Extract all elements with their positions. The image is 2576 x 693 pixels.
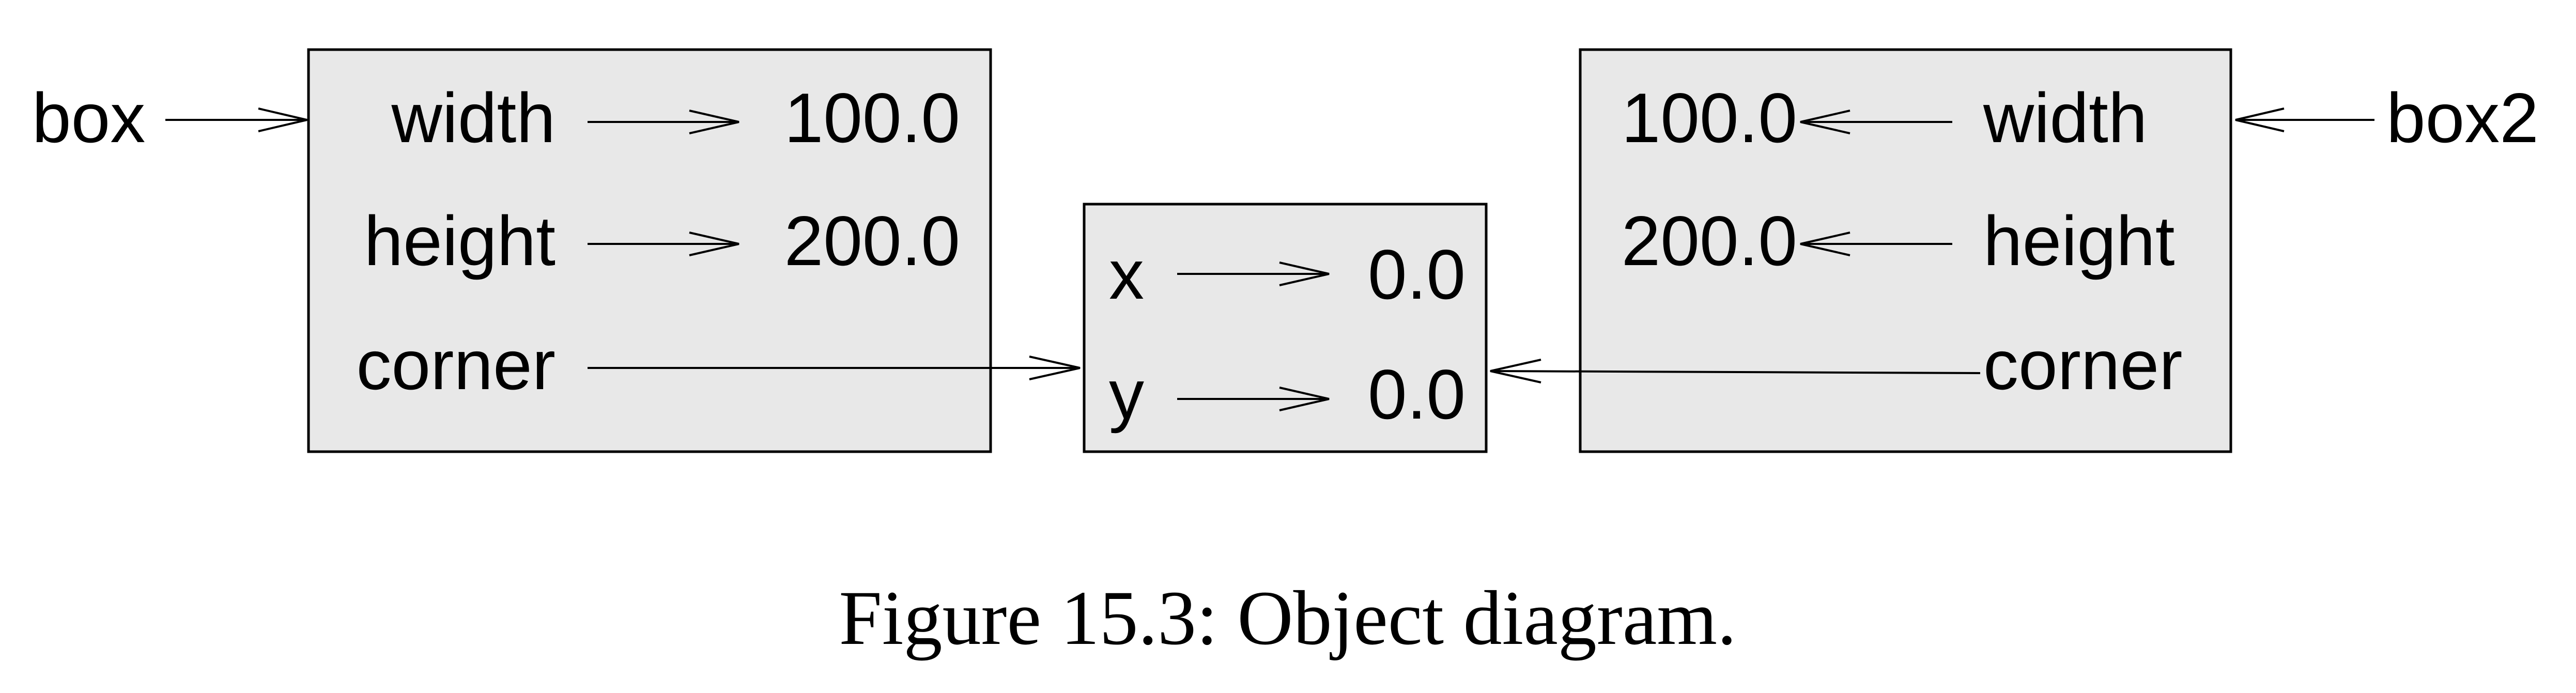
left-width-value: 100.0 — [784, 79, 960, 157]
left-corner-label: corner — [357, 326, 556, 404]
point-y-arrow — [1177, 387, 1330, 411]
right-height-arrow — [1800, 232, 1952, 256]
point-y-value: 0.0 — [1368, 355, 1466, 434]
left-height-arrow — [588, 232, 739, 256]
right-height-value: 200.0 — [1622, 202, 1797, 280]
left-height-value: 200.0 — [784, 202, 960, 280]
box2-reference-arrow — [2235, 107, 2374, 132]
left-width-arrow — [588, 110, 739, 134]
point-y-label: y — [1109, 355, 1144, 434]
right-width-arrow — [1800, 110, 1952, 134]
right-width-value: 100.0 — [1622, 79, 1797, 157]
left-height-label: height — [364, 202, 556, 280]
right-width-label: width — [1983, 79, 2148, 157]
box-reference-arrow — [165, 107, 307, 132]
right-height-label: height — [1983, 202, 2175, 280]
figure-caption: Figure 15.3: Object diagram. — [839, 575, 1736, 661]
left-width-label: width — [391, 79, 556, 157]
right-corner-label: corner — [1983, 326, 2183, 404]
box2-variable-label: box2 — [2386, 79, 2539, 157]
point-object-box — [1083, 203, 1488, 453]
point-x-arrow — [1177, 261, 1330, 286]
right-object-box — [1579, 48, 2232, 453]
left-corner-arrow — [588, 356, 1081, 380]
left-object-box — [307, 48, 992, 453]
box-variable-label: box — [32, 79, 145, 157]
point-x-value: 0.0 — [1368, 235, 1466, 314]
point-x-label: x — [1109, 235, 1144, 314]
right-corner-arrow — [1490, 359, 1981, 383]
